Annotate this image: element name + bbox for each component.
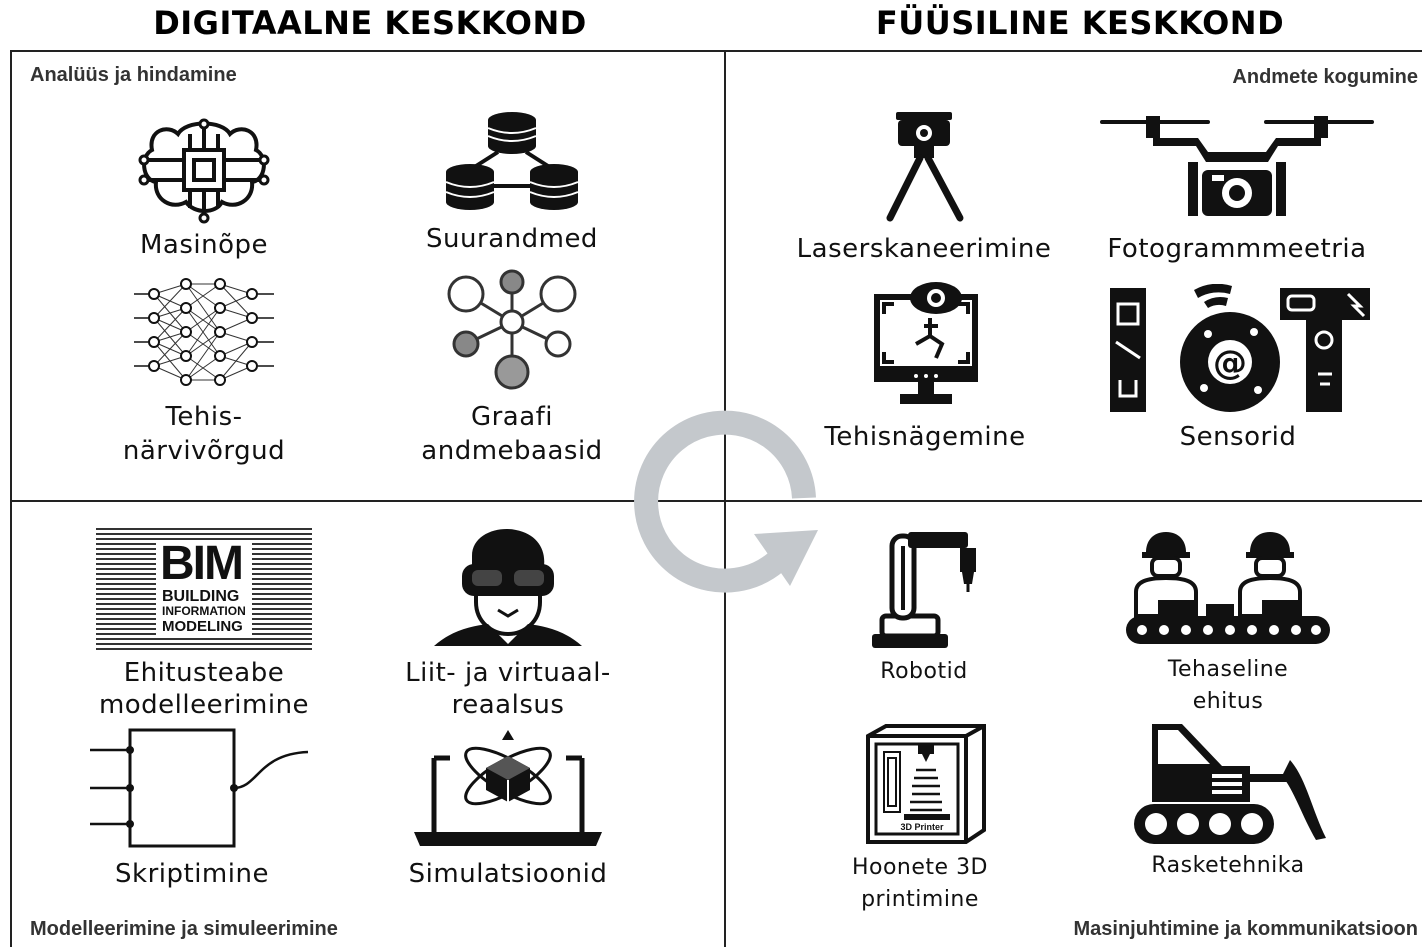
vr-headset-icon bbox=[434, 529, 582, 646]
physical-environment-header: FÜÜSILINE KESKKOND bbox=[875, 4, 1285, 42]
top-border-line bbox=[10, 50, 1422, 52]
quadrant-title-modelling: Modelleerimine ja simuleerimine bbox=[30, 918, 338, 940]
label-tehaseline-line1: Tehaseline bbox=[1167, 657, 1289, 682]
left-border-line bbox=[10, 50, 12, 947]
label-tehisnagemine: Tehisnägemine bbox=[824, 422, 1026, 452]
label-graafi-line2: andmebaasid bbox=[421, 436, 603, 466]
simulation-laptop-icon bbox=[414, 730, 602, 846]
middle-vertical-line bbox=[724, 50, 726, 947]
bim-word-cloud-icon: BIM BUILDING INFORMATION MODELING bbox=[96, 526, 312, 650]
label-tehis-line1: Tehis- bbox=[165, 402, 243, 432]
3d-printer-text: 3D Printer bbox=[900, 822, 944, 832]
label-skriptimine: Skriptimine bbox=[115, 859, 269, 889]
quadrant-title-analysis: Analüüs ja hindamine bbox=[30, 64, 237, 86]
quadrant-title-data-collection: Andmete kogumine bbox=[1232, 66, 1418, 88]
bim-modeling-text: MODELING bbox=[162, 618, 243, 635]
cycle-arrow-icon bbox=[634, 410, 818, 593]
factory-construction-icon bbox=[1126, 532, 1330, 644]
big-data-database-icon bbox=[445, 112, 579, 210]
bulldozer-icon bbox=[1134, 724, 1326, 844]
scripting-block-icon bbox=[90, 728, 309, 848]
graph-database-icon bbox=[447, 269, 577, 390]
iot-sensors-icon: @ bbox=[1110, 284, 1370, 412]
digital-environment-header: DIGITAALNE KESKKOND bbox=[153, 4, 587, 42]
computer-vision-icon bbox=[874, 282, 978, 404]
iot-at-text: @ bbox=[1213, 343, 1247, 383]
label-hoonete-line1: Hoonete 3D bbox=[851, 855, 989, 880]
bim-information-text: INFORMATION bbox=[162, 604, 246, 618]
label-fotogrammmeetria: Fotogrammmeetria bbox=[1107, 234, 1367, 264]
label-graafi-line1: Graafi bbox=[470, 402, 554, 432]
label-masinope: Masinõpe bbox=[139, 230, 269, 260]
neural-network-icon bbox=[134, 278, 274, 386]
label-suurandmed: Suurandmed bbox=[426, 224, 598, 254]
quadrant-title-machine-control: Masinjuhtimine ja kommunikatsioon bbox=[1073, 918, 1419, 940]
label-ehitusteabe-line1: Ehitusteabe bbox=[123, 658, 285, 688]
robot-arm-icon bbox=[872, 532, 976, 648]
label-sensorid: Sensorid bbox=[1179, 422, 1297, 452]
bim-title-text: BIM bbox=[160, 537, 244, 590]
label-ehitusteabe-line2: modelleerimine bbox=[98, 690, 310, 720]
label-laserskaneerimine: Laserskaneerimine bbox=[796, 234, 1052, 264]
middle-horizontal-line bbox=[10, 500, 1422, 502]
label-liit-line2: reaalsus bbox=[451, 690, 565, 720]
3d-printer-icon: 3D Printer bbox=[866, 724, 986, 844]
drone-camera-icon bbox=[1100, 116, 1374, 216]
label-simulatsioonid: Simulatsioonid bbox=[408, 859, 608, 889]
label-robotid: Robotid bbox=[880, 659, 968, 684]
label-tehaseline-line2: ehitus bbox=[1192, 689, 1264, 714]
label-tehis-line2: närvivõrgud bbox=[122, 436, 286, 466]
label-liit-line1: Liit- ja virtuaal- bbox=[405, 658, 611, 688]
brain-chip-icon bbox=[138, 118, 270, 224]
bim-building-text: BUILDING bbox=[162, 588, 240, 605]
laser-scanner-icon bbox=[886, 112, 964, 222]
label-hoonete-line2: printimine bbox=[861, 887, 979, 912]
label-rasketehnika: Rasketehnika bbox=[1151, 853, 1305, 878]
